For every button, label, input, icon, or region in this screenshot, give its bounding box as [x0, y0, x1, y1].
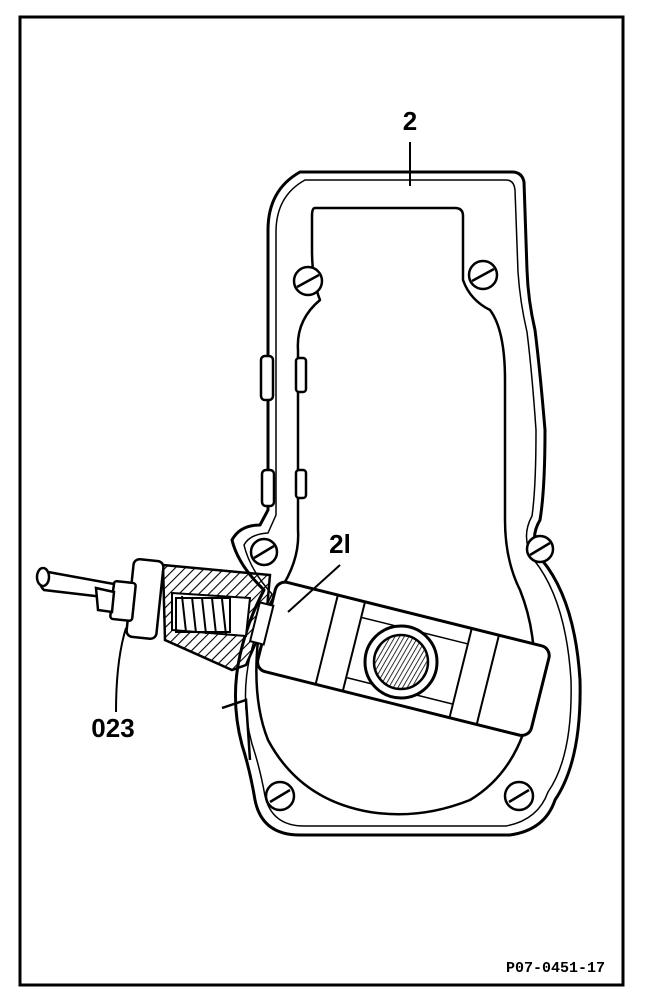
figure-code: P07-0451-17 [506, 960, 605, 977]
figure-frame [18, 15, 625, 987]
housing-lip [221, 698, 252, 761]
leader-line [115, 142, 411, 713]
mounting-screw [249, 259, 555, 812]
label-gasket: 2 [403, 106, 417, 136]
housing-outline [230, 170, 582, 837]
label-screw: 023 [91, 713, 134, 743]
connector-plug [35, 557, 165, 641]
side-clip [259, 354, 308, 508]
spring [175, 595, 231, 636]
label-sensor: 2l [329, 529, 351, 559]
sensor-lens [363, 624, 439, 700]
